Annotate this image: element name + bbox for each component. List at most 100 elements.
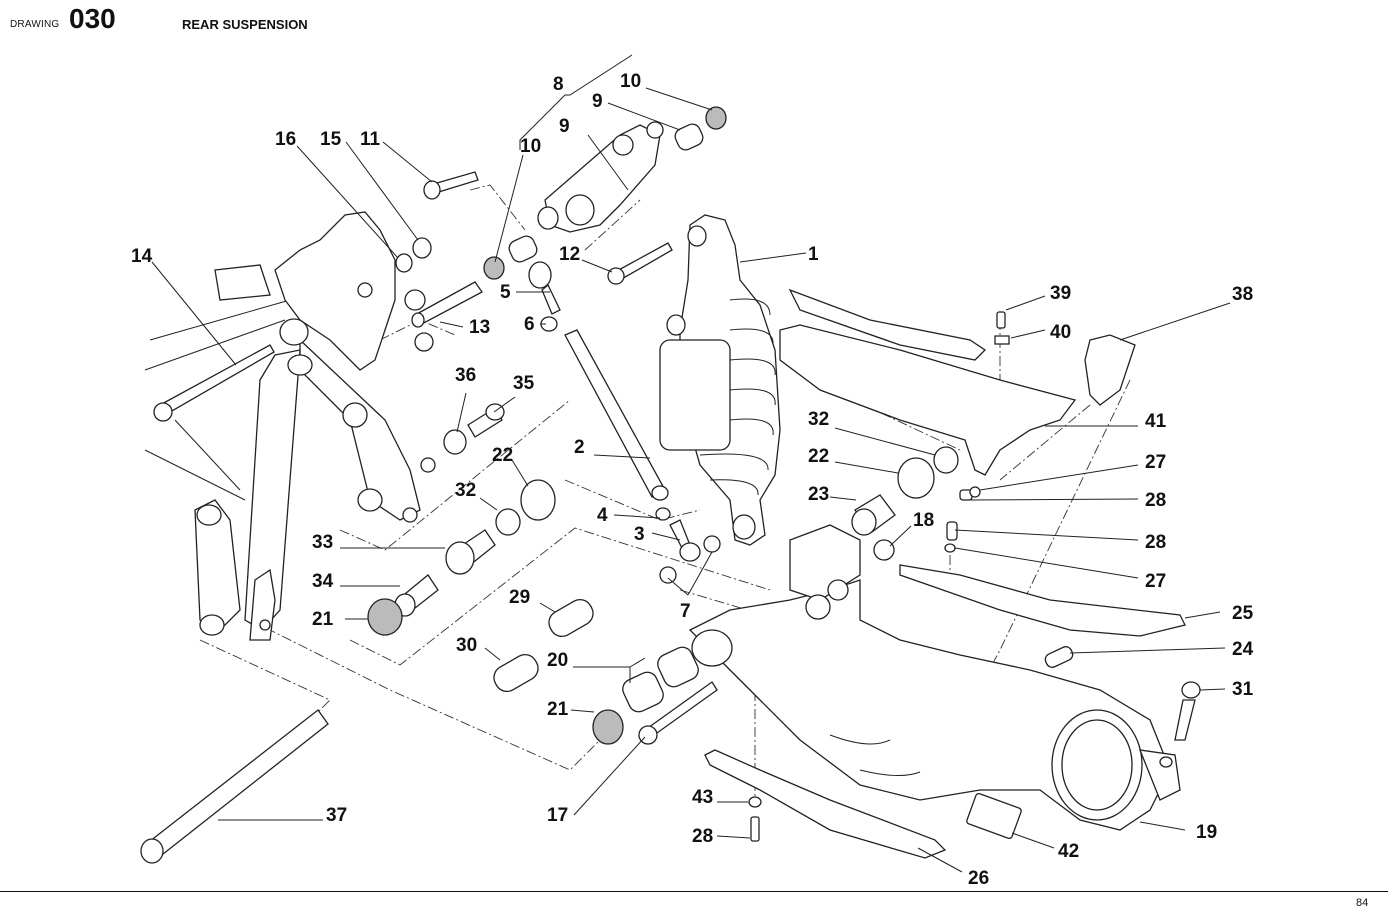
part-7-spacer[interactable] (659, 566, 677, 584)
part-32-dust-seal[interactable] (933, 446, 959, 474)
part-2-tie-rod[interactable] (564, 329, 669, 501)
callout-22-left: 22 (492, 445, 513, 466)
callout-41: 41 (1145, 411, 1167, 432)
part-11-bolt[interactable] (423, 171, 479, 200)
callout-23: 23 (808, 484, 829, 505)
callout-labels: 1 2 3 4 5 6 7 8 9 9 10 10 11 12 13 14 15… (131, 71, 1254, 889)
callout-12: 12 (559, 244, 580, 265)
callout-4: 4 (597, 505, 608, 526)
part-1-shock-absorber[interactable] (659, 214, 781, 546)
part-24-pin[interactable] (1043, 645, 1074, 670)
callout-28-lower: 28 (692, 826, 713, 847)
callout-19: 19 (1196, 822, 1217, 843)
callout-25: 25 (1232, 603, 1254, 624)
part-14-pivot-bolt[interactable] (153, 344, 275, 422)
part-15-nut[interactable] (412, 237, 432, 259)
callout-40: 40 (1050, 322, 1071, 343)
callout-33: 33 (312, 532, 333, 553)
part-13-pin[interactable] (411, 281, 483, 352)
callout-28-upper: 28 (1145, 490, 1166, 511)
part-34-bushing[interactable] (394, 574, 439, 617)
part-28-screw[interactable] (946, 521, 958, 541)
callout-20: 20 (547, 650, 568, 671)
callout-32-right: 32 (808, 409, 829, 430)
drawing-title: REAR SUSPENSION (182, 17, 308, 32)
part-10-seal[interactable] (705, 106, 727, 130)
callout-9-upper: 9 (592, 91, 603, 112)
part-21-seal[interactable] (592, 709, 624, 745)
callout-17: 17 (547, 805, 568, 826)
part-26-chain-slider[interactable] (704, 749, 947, 859)
callout-1: 1 (808, 244, 819, 265)
part-32-dust-seal[interactable] (495, 508, 521, 536)
part-27-washer[interactable] (944, 543, 956, 553)
callout-11: 11 (360, 129, 381, 150)
part-22-bearing[interactable] (520, 479, 556, 521)
part-21-seal[interactable] (367, 598, 403, 636)
callout-5: 5 (500, 282, 511, 303)
part-12-bolt[interactable] (607, 242, 673, 285)
part-29-chain-slider-block[interactable] (545, 595, 598, 641)
part-17-bolt[interactable] (638, 681, 718, 745)
part-27-washer[interactable] (969, 486, 981, 498)
part-43-nut[interactable] (748, 796, 762, 808)
part-30-chain-slider-block[interactable] (490, 650, 543, 696)
callout-27-upper: 27 (1145, 452, 1166, 473)
part-40-washer[interactable] (994, 335, 1010, 345)
part-4-nut[interactable] (655, 507, 671, 521)
part-33-bushing[interactable] (445, 529, 496, 575)
page-number: 84 (1356, 897, 1369, 909)
callout-39: 39 (1050, 283, 1071, 304)
part-37-swingarm-pivot-shaft[interactable] (140, 709, 329, 864)
part-8-rocker-linkage[interactable] (537, 121, 664, 233)
callout-37: 37 (326, 805, 347, 826)
part-5-rod-end[interactable] (528, 261, 561, 315)
part-31-clamp-bolt[interactable] (1174, 681, 1201, 741)
callout-7: 7 (680, 601, 691, 622)
callout-6: 6 (524, 314, 535, 335)
drawing-label: DRAWING (10, 19, 60, 30)
callout-9-lower: 9 (559, 116, 570, 137)
part-25-chain-guard[interactable] (899, 564, 1186, 637)
callout-14: 14 (131, 246, 153, 267)
part-23-bushing[interactable] (851, 494, 896, 536)
part-28-screw[interactable] (750, 816, 760, 842)
callout-8: 8 (553, 74, 564, 95)
frame-structure (144, 211, 436, 641)
callout-15: 15 (320, 129, 342, 150)
callout-22-right: 22 (808, 446, 829, 467)
part-19-swingarm[interactable] (688, 524, 1181, 831)
callout-3: 3 (634, 524, 645, 545)
callout-2: 2 (574, 437, 585, 458)
callout-10-lower: 10 (520, 136, 541, 157)
callout-27-lower: 27 (1145, 571, 1166, 592)
part-22-bearing[interactable] (897, 457, 935, 499)
part-10-seal[interactable] (483, 256, 505, 280)
part-18-spacer[interactable] (873, 539, 895, 561)
part-16-washer[interactable] (395, 253, 413, 273)
callout-31: 31 (1232, 679, 1254, 700)
callout-16: 16 (275, 129, 296, 150)
part-39-screw[interactable] (996, 311, 1006, 329)
callout-30: 30 (456, 635, 477, 656)
leader-lines (151, 54, 1231, 873)
part-42-plate[interactable] (966, 792, 1022, 840)
part-36-washer[interactable] (443, 429, 467, 455)
part-20-needle-bearing[interactable] (620, 669, 667, 715)
callout-36: 36 (455, 365, 476, 386)
callout-18: 18 (913, 510, 934, 531)
part-7-spacer[interactable] (703, 535, 721, 553)
part-20-needle-bearing[interactable] (655, 644, 702, 690)
drawing-number: 030 (69, 3, 116, 34)
callout-21-left: 21 (312, 609, 334, 630)
part-3-rod-end[interactable] (669, 519, 701, 562)
callout-43: 43 (692, 787, 713, 808)
part-9-needle-bearing[interactable] (673, 122, 706, 153)
callout-34: 34 (312, 571, 334, 592)
part-9-needle-bearing[interactable] (507, 234, 540, 265)
callout-32-left: 32 (455, 480, 476, 501)
part-41-chain-guard[interactable] (779, 288, 1077, 476)
callout-28-middle: 28 (1145, 532, 1166, 553)
part-38-cover[interactable] (1084, 334, 1136, 406)
